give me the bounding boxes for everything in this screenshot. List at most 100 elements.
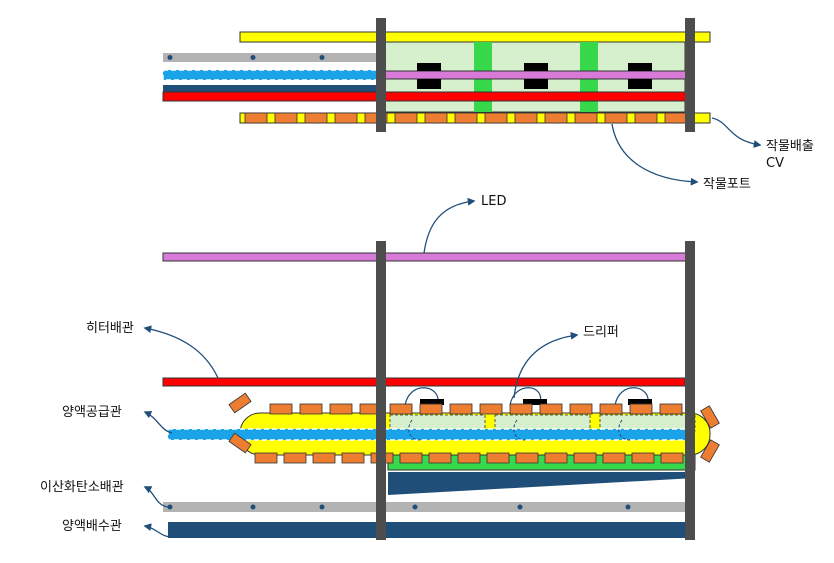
crop-pot <box>486 452 510 464</box>
co2-pipe-label: 이산화탄소배관 <box>40 480 124 495</box>
crop-pot <box>664 112 688 124</box>
crop-port-arrow <box>611 123 699 186</box>
crop-discharge-cv-label-1: 작물배출 <box>766 139 814 154</box>
dripper-3 <box>628 399 652 405</box>
heater-pipe-arrow <box>143 325 219 379</box>
crop-pot <box>228 392 252 414</box>
side-view <box>143 197 720 540</box>
heater-pipe <box>162 377 686 387</box>
led-bar <box>162 252 687 262</box>
top-dripper-1 <box>417 63 441 71</box>
crop-pot <box>602 452 626 464</box>
crop-pot <box>274 112 298 124</box>
crop-pot <box>399 452 423 464</box>
crop-pot <box>484 112 508 124</box>
top-heater-pipe <box>162 91 689 102</box>
crop-pot <box>457 452 481 464</box>
crop-pot <box>659 403 683 415</box>
crop-pot <box>660 452 684 464</box>
top-nutrient-supply-pipe <box>162 69 379 81</box>
top-co2-hole-3 <box>319 55 325 60</box>
crop-pot <box>269 403 293 415</box>
crop-pot <box>334 112 358 124</box>
bed-section-1 <box>389 414 486 432</box>
crop-pot <box>254 452 278 464</box>
dripper-2 <box>523 399 547 405</box>
side-crop-pots <box>228 392 720 464</box>
crop-pot <box>479 403 503 415</box>
crop-pot <box>419 403 443 415</box>
top-co2-pipe <box>163 53 378 62</box>
crop-pot <box>299 403 323 415</box>
crop-pot <box>394 112 418 124</box>
crop-discharge-cv-label-2: CV <box>766 156 784 171</box>
crop-pot <box>389 403 413 415</box>
dripper-label: 드리퍼 <box>583 325 619 340</box>
led-arrow <box>423 197 476 254</box>
crop-pot <box>428 452 452 464</box>
nutrient-supply-pipe <box>167 428 689 441</box>
crop-pot <box>228 432 252 454</box>
co2-hole <box>625 504 631 510</box>
drip-stream-2 <box>513 419 526 441</box>
post-left <box>376 241 386 540</box>
crop-port-label: 작물포트 <box>703 177 751 192</box>
co2-hole <box>319 504 325 510</box>
drip-stream-1 <box>408 419 421 441</box>
crop-pot <box>341 452 365 464</box>
crop-pot <box>573 452 597 464</box>
co2-hole <box>517 504 523 510</box>
crop-pot <box>700 439 720 463</box>
crop-pot <box>700 405 720 429</box>
top-led-bar <box>384 70 689 80</box>
crop-pot <box>449 403 473 415</box>
co2-pipe-arrow <box>143 486 169 508</box>
top-yellow-rail <box>239 31 711 43</box>
dripper-tube-3 <box>614 387 649 406</box>
top-post-right <box>685 18 695 132</box>
crop-pot <box>629 403 653 415</box>
top-dripper-3 <box>628 63 652 71</box>
crop-pot <box>544 452 568 464</box>
crop-pot <box>539 403 563 415</box>
top-dripper-3b <box>628 79 652 89</box>
crop-pot <box>569 403 593 415</box>
crop-pot <box>634 112 658 124</box>
bed-section-2 <box>494 414 591 432</box>
top-dripper-2b <box>524 79 548 89</box>
crop-pot <box>544 112 568 124</box>
crop-pot <box>244 112 268 124</box>
led-label: LED <box>481 194 506 209</box>
nutrient-supply-pipe-label: 양액공급관 <box>62 405 122 420</box>
top-co2-hole-2 <box>250 55 256 60</box>
crop-pot <box>329 403 353 415</box>
top-post-left <box>376 18 386 132</box>
crop-pot <box>514 112 538 124</box>
crop-pot <box>304 112 328 124</box>
co2-pipe <box>163 502 686 512</box>
trough-slope <box>388 472 695 495</box>
dripper-tube-1 <box>404 387 439 406</box>
top-co2-hole-1 <box>167 55 173 60</box>
crop-pot <box>509 403 533 415</box>
nutrient-drain-arrow <box>143 523 171 538</box>
top-dripper-2 <box>524 63 548 71</box>
top-dripper-1b <box>417 79 441 89</box>
top-view <box>162 18 762 186</box>
dripper-arrow <box>513 331 579 399</box>
crop-pot <box>424 112 448 124</box>
crop-pot <box>631 452 655 464</box>
crop-pot <box>515 452 539 464</box>
co2-hole <box>250 504 256 510</box>
top-crop-pots <box>244 112 688 124</box>
crop-pot <box>604 112 628 124</box>
nutrient-supply-arrow <box>143 411 173 434</box>
post-right <box>685 241 695 540</box>
co2-hole <box>167 504 173 510</box>
crop-pot <box>283 452 307 464</box>
co2-hole <box>412 504 418 510</box>
crop-pot <box>574 112 598 124</box>
crop-pot <box>312 452 336 464</box>
drip-stream-3 <box>618 419 631 441</box>
